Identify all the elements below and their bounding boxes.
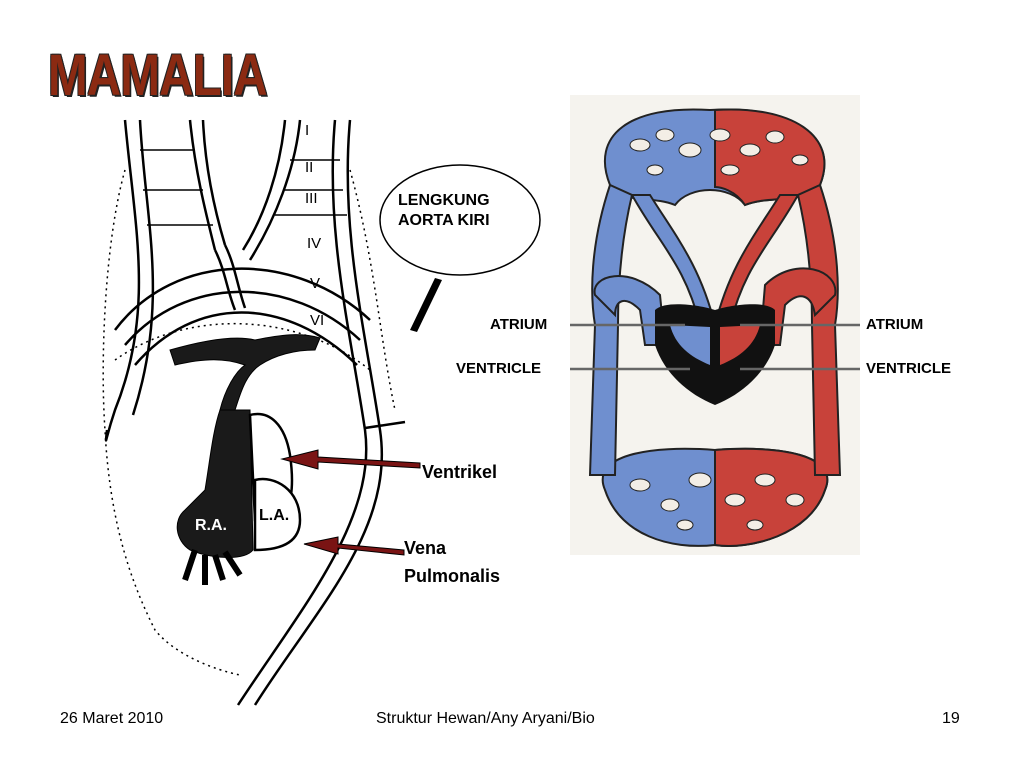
arch-label-6: VI: [310, 312, 324, 329]
circulation-diagram: [570, 108, 860, 547]
footer-center: Struktur Hewan/Any Aryani/Bio: [376, 710, 595, 727]
bubble-text-line1: LENGKUNG: [398, 192, 490, 209]
speech-bubble: [379, 164, 541, 332]
footer-date: 26 Maret 2010: [60, 710, 164, 727]
label-ventricle-left: VENTRICLE: [456, 360, 542, 377]
label-vena-line1: Vena: [404, 538, 447, 558]
arch-label-4: IV: [307, 235, 321, 252]
ra-label: R.A.: [195, 517, 227, 534]
ventrikel-arrow: [280, 449, 421, 470]
footer-page-number: 19: [942, 710, 960, 727]
arch-label-5: V: [310, 275, 320, 292]
bubble-text-line2: AORTA KIRI: [398, 212, 490, 229]
arch-label-1: I: [305, 122, 309, 139]
label-ventrikel: Ventrikel: [422, 462, 498, 482]
label-atrium-left: ATRIUM: [490, 316, 548, 333]
aortic-arch-diagram: R.A. L.A. I II III IV V VI: [102, 119, 406, 706]
slide-title: MAMALIA: [48, 43, 268, 108]
label-vena-line2: Pulmonalis: [404, 566, 501, 586]
la-label: L.A.: [259, 507, 289, 524]
vena-pulmonalis-arrow: [303, 536, 405, 556]
label-atrium-right: ATRIUM: [866, 316, 924, 333]
arch-label-2: II: [305, 159, 313, 176]
arch-label-3: III: [305, 190, 318, 207]
label-ventricle-right: VENTRICLE: [866, 360, 952, 377]
